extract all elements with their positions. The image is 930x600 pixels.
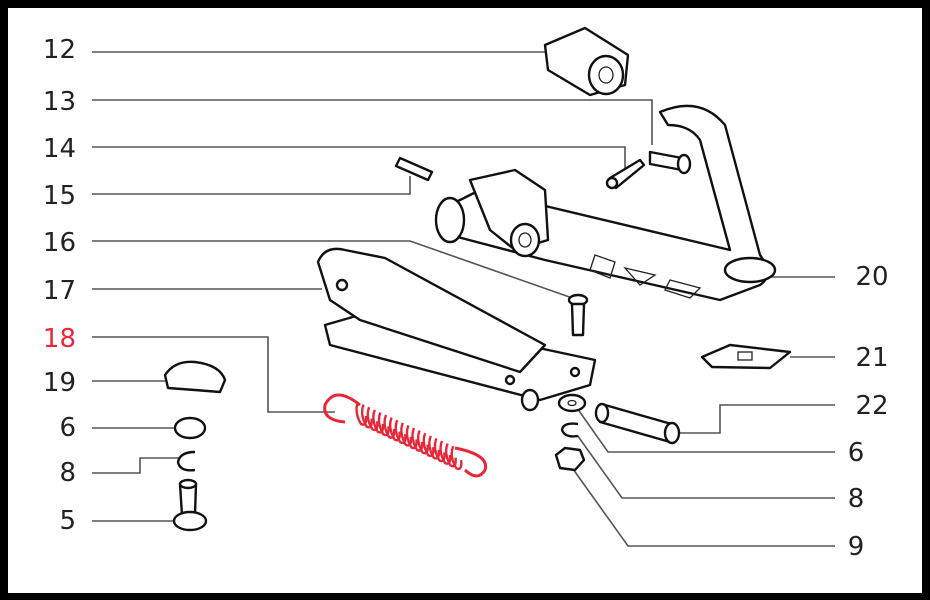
part-13-pin [648,150,692,175]
part-label-13: 13 [43,87,76,117]
spring-coil [450,445,463,471]
part-label-9: 9 [848,532,865,562]
spring-coil [411,427,424,452]
part-label-17: 17 [43,276,76,306]
part-5-bolt [172,478,208,532]
part-label-6: 6 [848,438,865,468]
part-label-21: 21 [855,343,888,373]
part-12-rubber-pad [543,26,630,97]
spring-coil [405,424,418,450]
part-20-kickstand-lever [434,104,777,302]
spring-coil [366,406,379,432]
part-14-cotter-pin [605,158,646,190]
part-label-15: 15 [43,181,76,211]
spring-coil [444,443,457,468]
spring-coil [394,419,407,445]
spring-coil [416,430,429,455]
part-18-spring [323,393,488,478]
part-9-nut [554,446,586,472]
part-6-washer-right [557,393,587,413]
part-19-clip [163,360,227,394]
spring-coil [439,440,452,465]
right-labels: 20 21 22 6 8 9 [848,262,889,562]
part-label-6: 6 [59,413,76,443]
part-17-stand-body [316,247,597,412]
part-label-14: 14 [43,134,76,164]
part-16-bolt [567,293,589,337]
part-6-washer-left [173,416,207,440]
spring-coil [422,432,435,458]
spring-coil [454,446,488,478]
part-label-22: 22 [855,391,888,421]
part-8-circlip-right [560,422,579,438]
part-label-19: 19 [43,368,76,398]
part-label-20: 20 [855,262,888,292]
spring-coil [433,437,446,463]
part-label-5: 5 [59,506,76,536]
part-label-8: 8 [848,484,865,514]
spring-coil [388,417,401,442]
part-label-8: 8 [59,458,76,488]
spring-coil [428,435,441,460]
part-label-18: 18 [43,324,76,354]
spring-coil [400,422,413,447]
leader-lines [92,51,835,547]
part-22-sleeve [594,402,681,445]
part-label-16: 16 [43,228,76,258]
part-15-pin [394,156,434,182]
spring-coil [360,404,373,429]
part-21-plate [700,343,792,370]
spring-coil [372,409,385,434]
spring-coil [383,414,396,439]
spring-coil [355,401,368,426]
spring-coil [377,411,390,437]
part-8-circlip-left [176,450,196,472]
part-label-12: 12 [43,35,76,65]
left-labels: 12 13 14 15 16 17 18 19 6 8 5 [43,35,76,536]
spring-coil [323,393,361,424]
